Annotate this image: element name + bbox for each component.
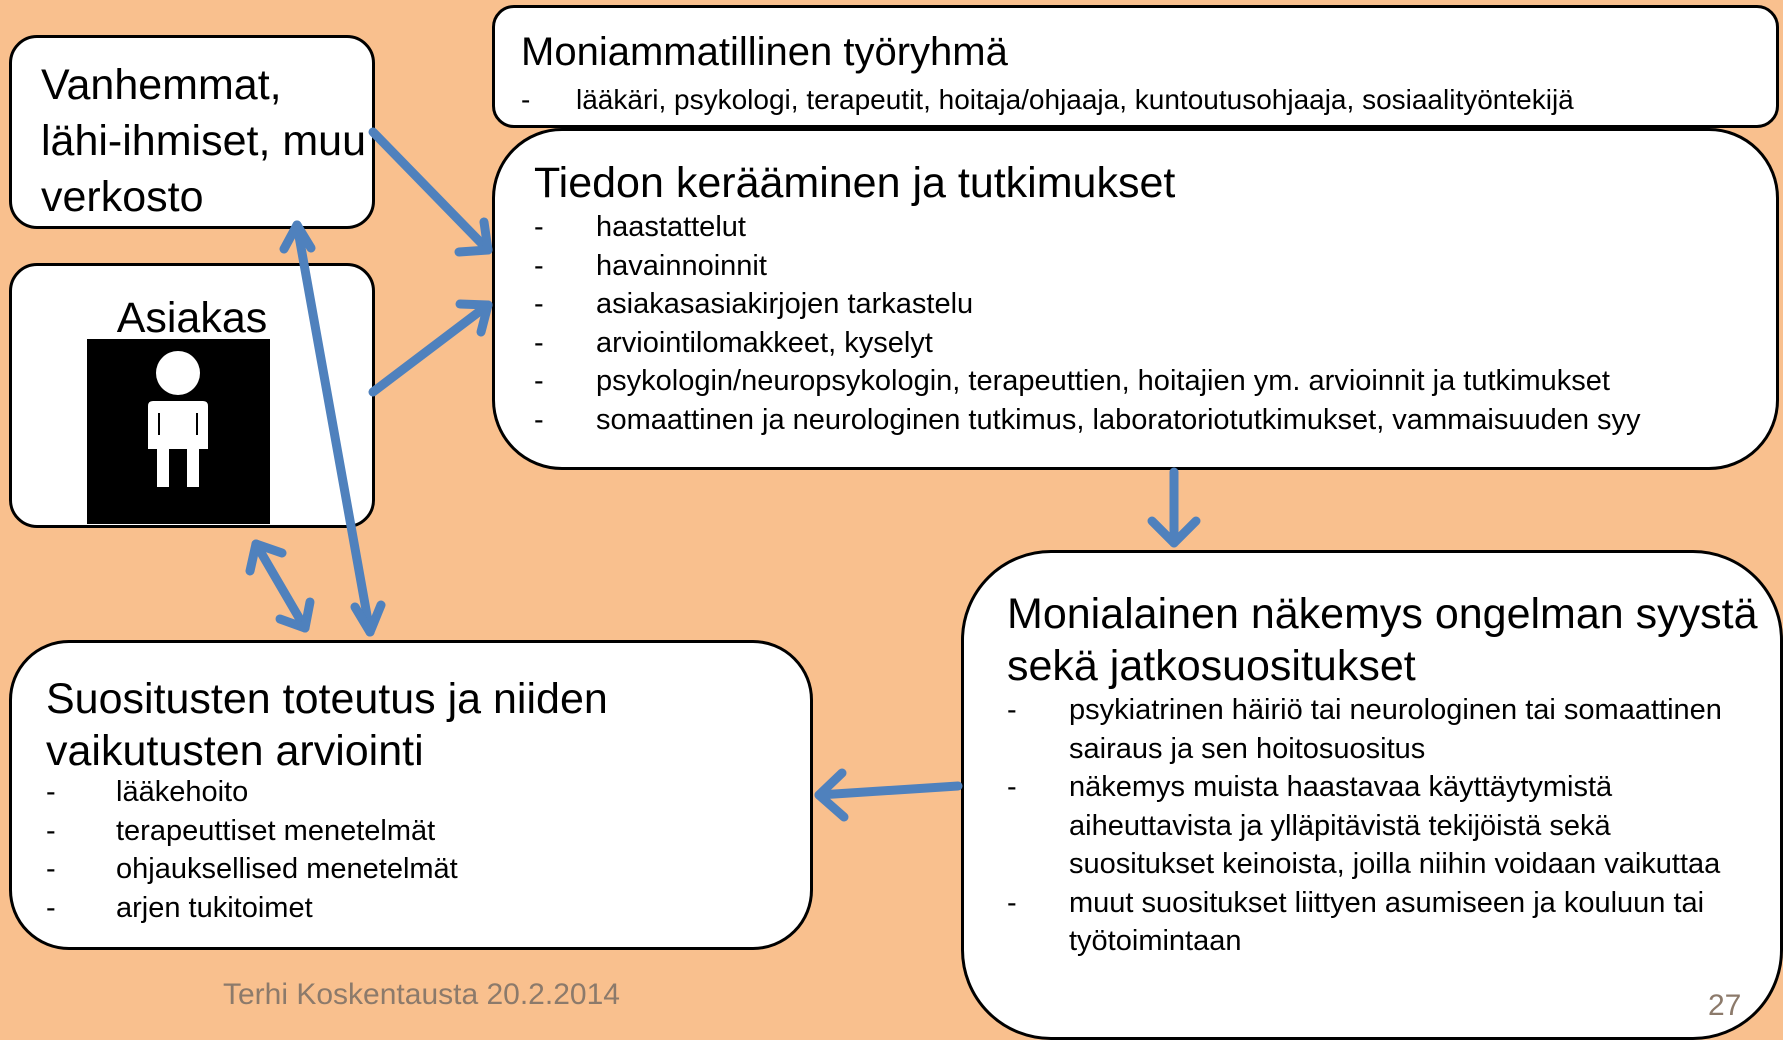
list-item: - lääkäri, psykologi, terapeutit, hoitaja…: [521, 81, 1574, 120]
dash-marker: -: [534, 211, 544, 243]
arrow-network-to-info: [368, 127, 493, 257]
dash-marker: -: [521, 84, 531, 115]
info-item: psykologin/neuropsykologin, terapeuttien…: [596, 365, 1610, 397]
arrow-view-to-impl: [814, 768, 963, 822]
view-item: näkemys muista haastavaa käyttäytymistä …: [1069, 771, 1721, 880]
dash-marker: -: [534, 326, 544, 359]
info-item: haastattelut: [596, 211, 746, 243]
arrow-info-to-view: [1147, 467, 1201, 548]
dash-marker: -: [534, 288, 544, 320]
list-item: - somaattinen ja neurologinen tutkimus, l…: [534, 401, 1641, 440]
dash-marker: -: [46, 891, 56, 924]
footer-author: Terhi Koskentausta 20.2.2014: [223, 978, 620, 1011]
dash-marker: -: [534, 249, 544, 282]
dash-marker: -: [1007, 886, 1017, 919]
list-item: - havainnoinnit: [534, 247, 1641, 286]
team-list: - lääkäri, psykologi, terapeutit, hoitaja…: [521, 81, 1574, 120]
impl-item: lääkehoito: [116, 776, 249, 808]
info-box: Tiedon kerääminen ja tutkimukset - haasta…: [492, 128, 1779, 470]
impl-title: Suositusten toteutus ja niiden vaikutust…: [46, 675, 608, 775]
impl-list: - lääkehoito - terapeuttiset menetelmät - o…: [46, 773, 458, 927]
person-icon: [87, 339, 270, 524]
list-item: - arviointilomakkeet, kyselyt: [534, 324, 1641, 363]
dash-marker: -: [1007, 771, 1017, 803]
info-item: somaattinen ja neurologinen tutkimus, la…: [596, 403, 1641, 436]
arrow-network-impl-bidirectional: [279, 220, 386, 637]
view-box: Monialainen näkemys ongelman syystä sekä…: [961, 550, 1783, 1040]
network-title: Vanhemmat, lähi-ihmiset, muu verkosto: [41, 61, 366, 221]
list-item: - lääkehoito: [46, 773, 458, 812]
team-box: Moniammatillinen työryhmä - lääkäri, psyk…: [492, 5, 1779, 128]
impl-item: ohjauksellised menetelmät: [116, 853, 458, 885]
dash-marker: -: [534, 403, 544, 436]
arrow-client-to-info: [368, 299, 493, 397]
info-title: Tiedon kerääminen ja tutkimukset: [534, 159, 1176, 207]
dash-marker: -: [1007, 694, 1017, 726]
impl-box: Suositusten toteutus ja niiden vaikutust…: [9, 640, 813, 950]
info-item: havainnoinnit: [596, 249, 767, 282]
network-box: Vanhemmat, lähi-ihmiset, muu verkosto: [9, 35, 375, 229]
list-item: - psykiatrinen häiriö tai neurologinen ta…: [1007, 691, 1747, 768]
dash-marker: -: [46, 853, 56, 885]
page-number: 27: [1708, 989, 1742, 1022]
dash-marker: -: [46, 814, 56, 847]
view-title: Monialainen näkemys ongelman syystä sekä…: [1007, 590, 1758, 690]
list-item: - muut suositukset liittyen asumiseen ja …: [1007, 884, 1747, 961]
info-item: arviointilomakkeet, kyselyt: [596, 326, 933, 359]
team-title: Moniammatillinen työryhmä: [521, 30, 1008, 74]
dash-marker: -: [46, 776, 56, 808]
client-title: Asiakas: [116, 294, 268, 342]
list-item: - arjen tukitoimet: [46, 889, 458, 928]
impl-item: terapeuttiset menetelmät: [116, 814, 436, 847]
list-item: - näkemys muista haastavaa käyttäytymistä…: [1007, 768, 1747, 884]
dash-marker: -: [534, 365, 544, 397]
view-list: - psykiatrinen häiriö tai neurologinen ta…: [1007, 691, 1747, 961]
list-item: - asiakasasiakirjojen tarkastelu: [534, 285, 1641, 324]
list-item: - ohjauksellised menetelmät: [46, 850, 458, 889]
view-item: muut suositukset liittyen asumiseen ja k…: [1069, 886, 1705, 958]
arrow-client-impl-bidirectional: [245, 539, 315, 633]
info-item: asiakasasiakirjojen tarkastelu: [596, 288, 974, 320]
list-item: - haastattelut: [534, 208, 1641, 247]
team-item: lääkäri, psykologi, terapeutit, hoitaja/…: [576, 84, 1574, 115]
list-item: - psykologin/neuropsykologin, terapeuttie…: [534, 362, 1641, 401]
list-item: - terapeuttiset menetelmät: [46, 812, 458, 851]
view-item: psykiatrinen häiriö tai neurologinen tai…: [1069, 694, 1722, 765]
info-list: - haastattelut - havainnoinnit - asiakasasi…: [534, 208, 1641, 439]
impl-item: arjen tukitoimet: [116, 891, 313, 924]
